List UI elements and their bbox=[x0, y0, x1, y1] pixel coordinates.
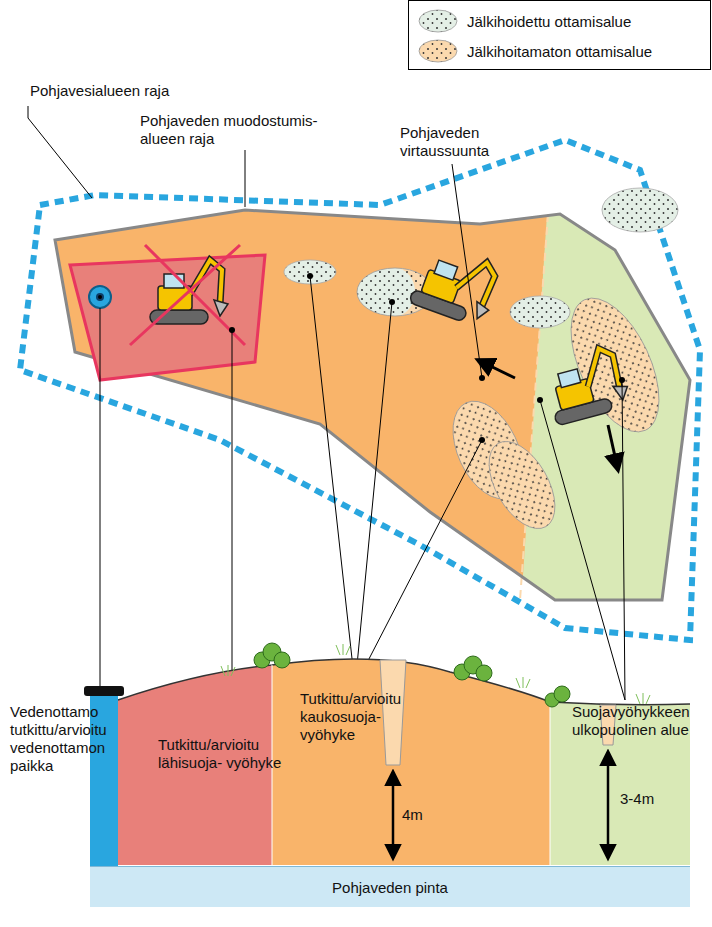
legend-text: Jälkihoitamaton ottamisalue bbox=[467, 43, 652, 60]
band-label: Pohjaveden pinta bbox=[332, 879, 448, 896]
legend-swatch-svg bbox=[417, 8, 459, 34]
callout-label: Pohjavesialueen raja bbox=[30, 82, 250, 100]
swatch-dots bbox=[419, 40, 457, 62]
legend-box: Jälkihoidettu ottamisalueJälkihoitamaton… bbox=[408, 0, 711, 70]
dimension-label: 4m bbox=[402, 806, 442, 824]
callout-label: Vedenottamo tutkittu/arvioitu vedenottam… bbox=[10, 703, 140, 775]
callout-label: Tutkittu/arvioitu lähisuoja- vyöhyke bbox=[158, 736, 293, 772]
dimension-label: 3-4m bbox=[620, 790, 670, 808]
callout-label: Tutkittu/arvioitu kaukosuoja- vyöhyke bbox=[300, 690, 435, 744]
legend-item: Jälkihoidettu ottamisalue bbox=[417, 6, 710, 36]
groundwater-band: Pohjaveden pinta bbox=[90, 866, 690, 907]
legend-item: Jälkihoitamaton ottamisalue bbox=[417, 36, 710, 66]
callout-label: Pohjaveden virtaussuunta bbox=[400, 124, 515, 160]
legend-text: Jälkihoidettu ottamisalue bbox=[467, 13, 631, 30]
callout-label: Suojavyöhykkeen ulkopuolinen alue bbox=[572, 703, 708, 739]
callout-label: Pohjaveden muodostumis- alueen raja bbox=[140, 112, 325, 148]
legend-swatch bbox=[419, 40, 457, 62]
swatch-dots bbox=[419, 10, 457, 32]
legend-swatch bbox=[419, 10, 457, 32]
legend-swatch-svg bbox=[417, 38, 459, 64]
